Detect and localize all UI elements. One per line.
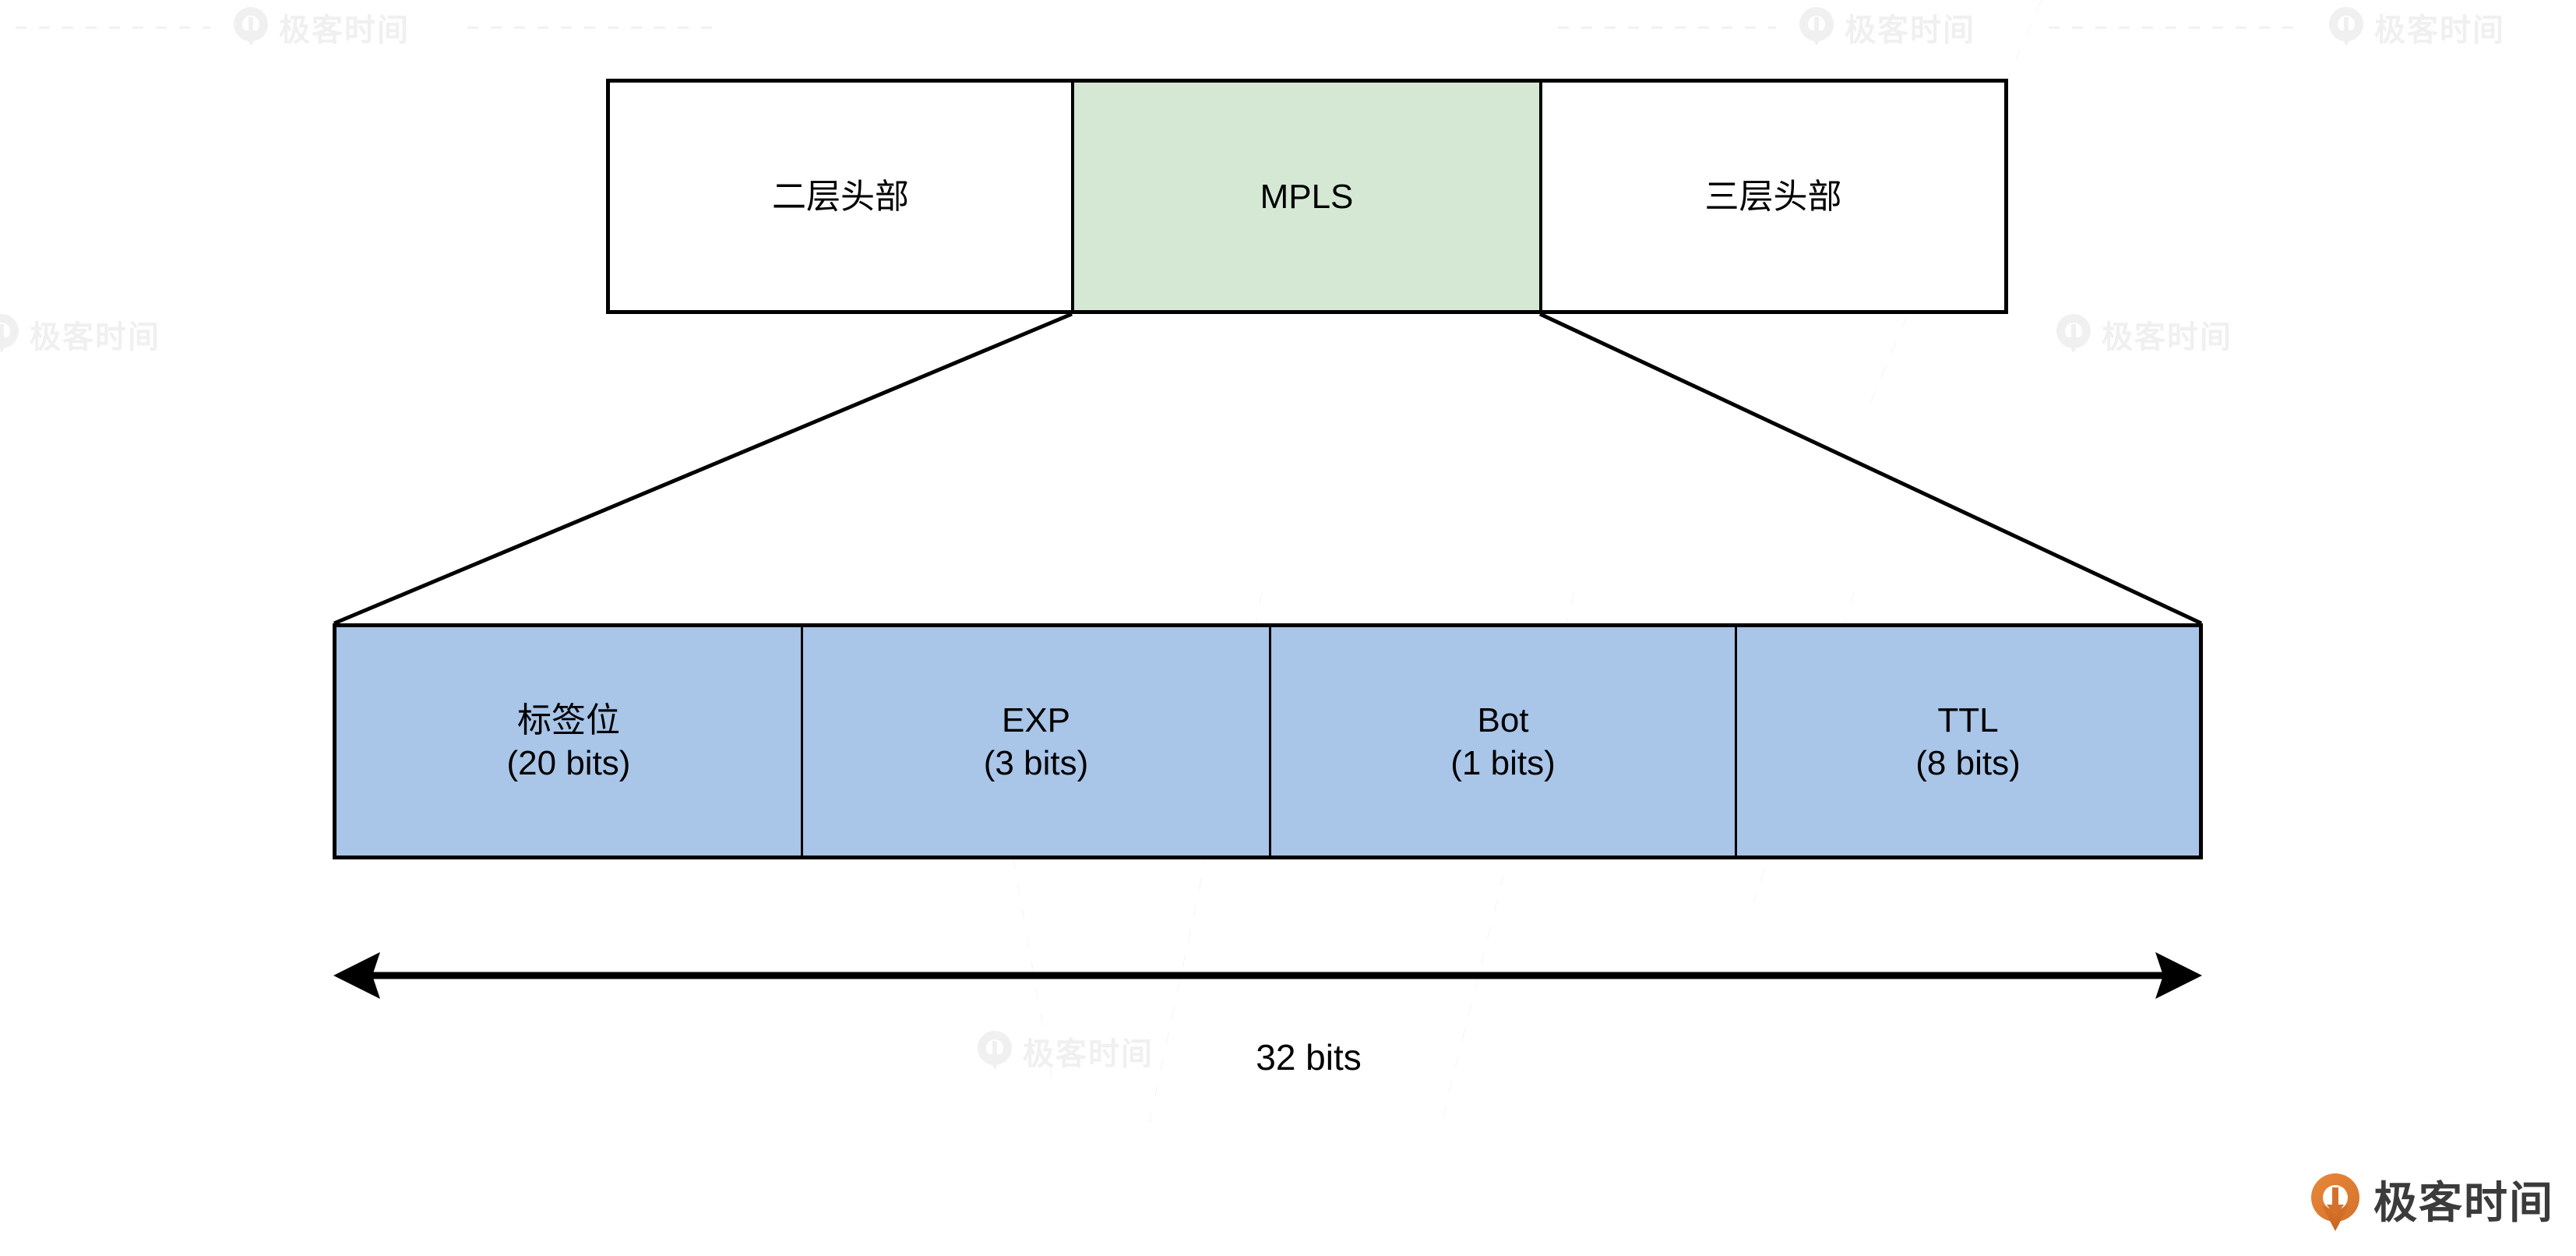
field-size: (20 bits) xyxy=(506,743,631,782)
field-box-bot: Bot (1 bits) xyxy=(1269,623,1737,859)
field-label-text: TTL (8 bits) xyxy=(1915,699,2020,785)
brand-name: 极客时间 xyxy=(2373,1178,2554,1227)
geektime-logo-icon xyxy=(2311,1173,2359,1233)
field-name: TTL xyxy=(1937,700,1999,739)
field-box-exp: EXP (3 bits) xyxy=(801,623,1271,859)
field-name: 标签位 xyxy=(516,700,620,739)
field-label-text: EXP (3 bits) xyxy=(984,699,1088,785)
mpls-header-label: MPLS xyxy=(1260,177,1354,216)
mpls-header-box: MPLS xyxy=(1072,79,1542,314)
l2-header-label: 二层头部 xyxy=(772,177,909,216)
field-label-text: Bot (1 bits) xyxy=(1450,699,1555,785)
l2-header-box: 二层头部 xyxy=(606,79,1073,314)
arrow-head-right xyxy=(2155,952,2202,999)
field-name: Bot xyxy=(1477,700,1529,739)
field-size: (1 bits) xyxy=(1450,743,1556,782)
l3-header-label: 三层头部 xyxy=(1704,177,1842,216)
field-size: (3 bits) xyxy=(983,743,1089,782)
l3-header-box: 三层头部 xyxy=(1540,79,2008,314)
field-box-ttl: TTL (8 bits) xyxy=(1735,623,2203,859)
arrow-head-left xyxy=(333,952,380,999)
measure-label: 32 bits xyxy=(1256,1037,1362,1078)
brand-logo: 极客时间 xyxy=(2311,1173,2554,1233)
field-label-text: 标签位 (20 bits) xyxy=(507,699,631,785)
field-size: (8 bits) xyxy=(1915,743,2021,782)
field-box-label: 标签位 (20 bits) xyxy=(333,623,803,859)
field-name: EXP xyxy=(1001,700,1071,739)
